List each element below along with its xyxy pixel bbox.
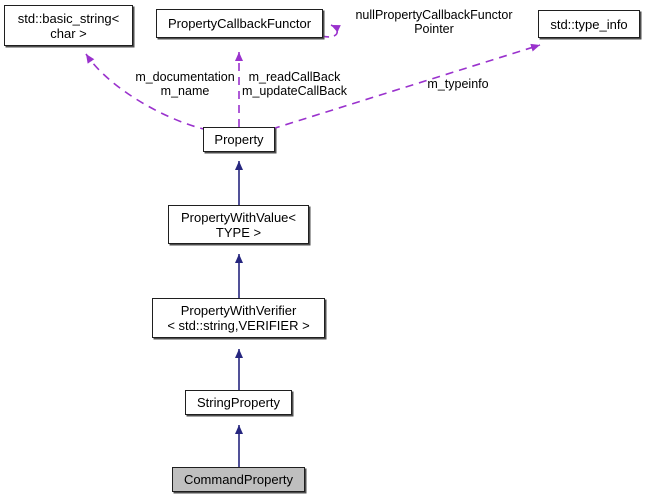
- class-node-label: CommandProperty: [183, 472, 294, 487]
- class-node-property[interactable]: Property: [203, 127, 275, 152]
- edge-callback-functor-self: [321, 24, 341, 38]
- edge-property-to-type-info: [271, 43, 541, 130]
- class-node-label: Property: [214, 132, 264, 147]
- class-node-std-type-info[interactable]: std::type_info: [538, 10, 640, 38]
- class-node-label: std::type_info: [550, 16, 628, 32]
- class-node-label: PropertyWithVerifier < std::string,VERIF…: [167, 303, 310, 333]
- edge-label-null-property-callback-functor-pointer: nullPropertyCallbackFunctor Pointer: [355, 8, 513, 36]
- class-node-property-callback-functor[interactable]: PropertyCallbackFunctor: [156, 9, 323, 38]
- class-node-command-property[interactable]: CommandProperty: [172, 467, 305, 492]
- edge-property-to-basic-string: [85, 53, 209, 131]
- class-node-label: PropertyWithValue< TYPE >: [180, 209, 296, 240]
- class-node-label: StringProperty: [196, 395, 281, 410]
- class-node-property-with-verifier[interactable]: PropertyWithVerifier < std::string,VERIF…: [152, 298, 325, 338]
- edge-label-m-documentation-m-name: m_documentation m_name: [135, 70, 235, 98]
- class-node-property-with-value[interactable]: PropertyWithValue< TYPE >: [168, 205, 309, 244]
- edge-label-m-read-update-callback: m_readCallBack m_updateCallBack: [242, 70, 347, 98]
- class-node-std-basic-string[interactable]: std::basic_string< char >: [4, 5, 133, 46]
- class-node-string-property[interactable]: StringProperty: [185, 390, 292, 415]
- class-node-label: std::basic_string< char >: [17, 10, 120, 41]
- class-node-label: PropertyCallbackFunctor: [167, 16, 312, 31]
- edge-label-m-typeinfo: m_typeinfo: [427, 77, 489, 91]
